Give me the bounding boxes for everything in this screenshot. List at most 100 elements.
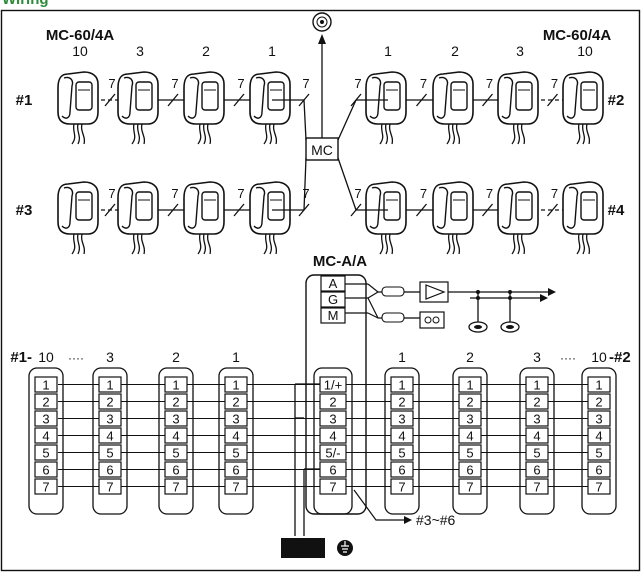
path-g	[367, 291, 379, 299]
wire-slash	[416, 203, 427, 217]
handset-icon	[497, 71, 539, 145]
right-station-3-terminal-label: 4	[533, 429, 540, 444]
left-station-1-terminal	[34, 427, 58, 444]
station-number: 2	[466, 349, 474, 365]
station-number: 3	[106, 349, 114, 365]
station-number: 10	[591, 349, 607, 365]
station-number: 1	[232, 349, 240, 365]
station-number: 2	[451, 43, 459, 59]
handset-icon	[432, 181, 474, 255]
left-station-1-terminal-label: 4	[42, 429, 49, 444]
arrow-right-icon	[540, 294, 548, 302]
station-number: 3	[136, 43, 144, 59]
station-number: 1	[268, 43, 276, 59]
section-header: Wiring	[0, 0, 641, 8]
left-station-3-terminal-label: 2	[172, 395, 179, 410]
handset-icon	[365, 71, 407, 145]
junction-dot	[508, 290, 512, 294]
left-station-1-terminal	[34, 410, 58, 427]
right-station-3-terminal-label: 3	[533, 412, 540, 427]
left-station-2-terminal	[98, 444, 122, 461]
ellipsis-right: ····	[560, 351, 576, 365]
right-station-4-terminal	[587, 461, 611, 478]
right-station-4-terminal	[587, 393, 611, 410]
right-station-4-terminal-label: 6	[595, 463, 602, 478]
left-station-2-terminal	[98, 376, 122, 393]
power-supply-box	[281, 538, 325, 558]
wire-count: 7	[237, 76, 244, 91]
left-station-3-terminal	[164, 444, 188, 461]
adaptor-center-terminal	[319, 444, 347, 461]
left-station-1-terminal-label: 2	[42, 395, 49, 410]
right-station-2-terminal-label: 6	[466, 463, 473, 478]
mc-unit-box	[305, 137, 339, 161]
wire-count: 7	[108, 186, 115, 201]
station-number: 2	[202, 43, 210, 59]
model-label-right: MC-60/4A	[543, 27, 612, 44]
right-station-1-terminal-label: 1	[398, 378, 405, 393]
wire-count: 7	[551, 76, 558, 91]
audio-terminal-label: G	[328, 292, 338, 307]
wire-count: 7	[551, 186, 558, 201]
right-station-4-terminal	[587, 410, 611, 427]
right-station-2-terminal-label: 5	[466, 446, 473, 461]
ceiling-speaker-center	[320, 20, 324, 24]
station-number: 1	[384, 43, 392, 59]
left-station-2-terminal	[98, 461, 122, 478]
left-station-4-terminal-label: 6	[232, 463, 239, 478]
wire-slash	[167, 93, 179, 107]
left-station-2-terminal	[98, 393, 122, 410]
recorder-box	[419, 311, 445, 329]
left-station-2-terminal-label: 7	[106, 480, 113, 495]
left-station-4-terminal-label: 2	[232, 395, 239, 410]
station-number: 3	[533, 349, 541, 365]
left-station-2-terminal-label: 4	[106, 429, 113, 444]
adaptor-center-terminal-label: 3	[329, 412, 336, 427]
right-station-2-terminal	[458, 376, 482, 393]
station-number: 10	[38, 349, 54, 365]
wire-count: 7	[420, 186, 427, 201]
right-station-1-terminal-label: 7	[398, 480, 405, 495]
adaptor-center-terminal-label: 7	[329, 480, 336, 495]
arrow-up-icon	[318, 34, 326, 44]
right-station-4-enclosure	[581, 367, 617, 515]
adaptor-center-terminal	[319, 478, 347, 495]
ceiling-speaker-core	[506, 325, 514, 329]
wire-slash	[104, 203, 116, 217]
left-station-4-enclosure	[218, 367, 254, 515]
station-number: 10	[577, 43, 593, 59]
left-station-1-terminal-label: 7	[42, 480, 49, 495]
wire-slash	[233, 203, 245, 217]
model-label-left: MC-60/4A	[46, 27, 115, 44]
handset-icon	[249, 181, 291, 255]
left-station-4-terminal	[224, 410, 248, 427]
right-station-4-terminal-label: 7	[595, 480, 602, 495]
path-m	[367, 312, 379, 319]
left-station-2-terminal	[98, 410, 122, 427]
left-station-2-terminal	[98, 478, 122, 495]
left-station-4-terminal-label: 5	[232, 446, 239, 461]
right-station-2-terminal-label: 4	[466, 429, 473, 444]
right-station-4-terminal-label: 4	[595, 429, 602, 444]
handset-icon	[432, 71, 474, 145]
right-station-1-terminal	[390, 410, 414, 427]
left-station-2-terminal	[98, 427, 122, 444]
handset-icon	[562, 71, 604, 145]
right-station-2-terminal	[458, 427, 482, 444]
left-station-3-terminal-label: 3	[172, 412, 179, 427]
wire-slash	[482, 93, 493, 107]
station-number: 10	[72, 43, 88, 59]
wire-slash	[547, 93, 558, 107]
left-station-3-terminal	[164, 393, 188, 410]
continuation-line	[353, 489, 406, 521]
right-station-2-terminal-label: 3	[466, 412, 473, 427]
wire-count: 7	[354, 186, 361, 201]
group-id-label: #2	[608, 92, 625, 109]
audio-terminal-box	[320, 291, 346, 308]
left-station-2-terminal-label: 2	[106, 395, 113, 410]
left-station-3-terminal	[164, 461, 188, 478]
right-station-2-terminal-label: 7	[466, 480, 473, 495]
wire-slash	[104, 93, 116, 107]
right-station-3-terminal	[525, 461, 549, 478]
